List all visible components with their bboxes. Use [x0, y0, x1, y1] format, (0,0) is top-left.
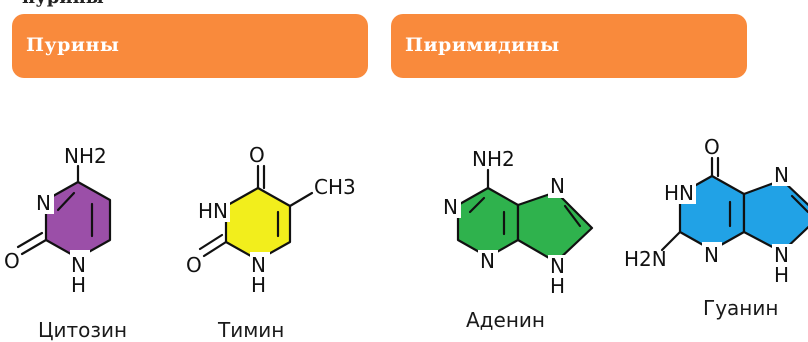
guanine-atom-n-bottom: N	[704, 243, 719, 267]
adenine-atom-n-left: N	[443, 195, 458, 219]
cytosine-atom-nh-n: N	[71, 253, 86, 277]
adenine-atom-n-top-right: N	[550, 174, 565, 198]
caption-guanine: Гуанин	[703, 296, 779, 320]
cytosine-atom-nh2: NH2	[64, 144, 107, 168]
header-pyrimidines-label: Пиримидины	[405, 34, 560, 56]
thymine-atom-nh-n: N	[251, 253, 266, 277]
guanine-imidazole	[742, 178, 808, 254]
cytosine-atom-o: O	[4, 249, 20, 273]
cytosine-structure: NH2 N O N H	[4, 144, 112, 297]
top-cropped-label: пурины	[0, 0, 808, 8]
header-pyrimidines: Пиримидины	[391, 14, 747, 78]
guanine-atom-nh-h: H	[774, 263, 789, 287]
adenine-atom-nh-h: H	[550, 274, 565, 298]
caption-cytosine: Цитозин	[38, 318, 128, 342]
adenine-ring	[456, 186, 520, 259]
adenine-imidazole	[516, 190, 594, 264]
guanine-atom-nh-n: N	[774, 243, 789, 267]
thymine-atom-ch3: CH3	[314, 175, 356, 199]
thymine-atom-hn: HN	[198, 199, 228, 223]
caption-adenine: Аденин	[466, 308, 545, 332]
cytosine-atom-n: N	[36, 191, 51, 215]
thymine-atom-o-top: O	[249, 143, 265, 167]
thymine-atom-o-left: O	[186, 253, 202, 277]
caption-thymine: Тимин	[218, 318, 285, 342]
cytosine-ring	[44, 180, 112, 260]
guanine-atom-hn: HN	[664, 181, 694, 205]
adenine-atom-n-bottom: N	[480, 249, 495, 273]
header-purines: Пурины	[12, 14, 368, 78]
thymine-structure: O CH3 HN O N H	[186, 143, 356, 297]
guanine-atom-n-top-right: N	[774, 163, 789, 187]
adenine-structure: NH2 N N N N H	[443, 147, 594, 298]
header-purines-label: Пурины	[26, 34, 120, 56]
cytosine-atom-nh-h: H	[71, 273, 86, 297]
guanine-atom-o: O	[704, 135, 720, 159]
top-cropped-text: пурины	[22, 0, 104, 8]
thymine-atom-nh-h: H	[251, 273, 266, 297]
thymine-ring	[224, 186, 292, 262]
guanine-structure: O HN H2N N N N H	[624, 135, 808, 287]
adenine-atom-nh2: NH2	[472, 147, 515, 171]
guanine-atom-h2n: H2N	[624, 247, 667, 271]
adenine-atom-nh-n: N	[550, 254, 565, 278]
